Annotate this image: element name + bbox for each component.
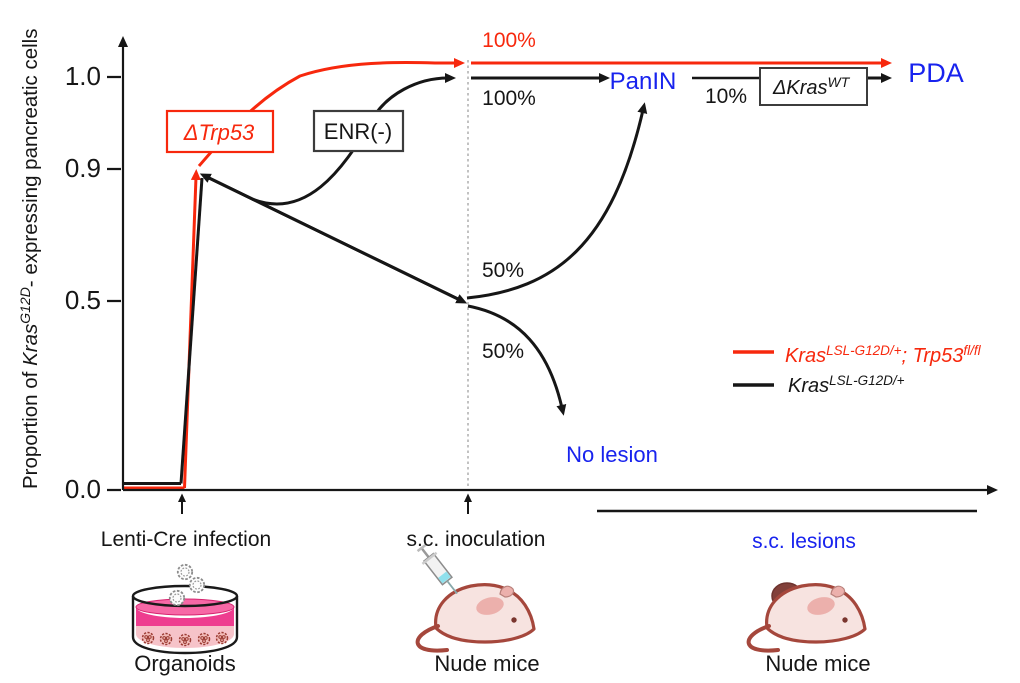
pda-label: PDA [908,58,964,88]
dish-medium [136,607,234,626]
pct-10: 10% [705,85,747,108]
trp53-box-label: ΔTrp53 [183,120,255,145]
y-tick-0.9: 0.9 [65,153,101,183]
enr-box-label: ENR(-) [324,119,392,144]
kras-wt-box [759,67,868,106]
y-tick-1.0: 1.0 [65,61,101,91]
timeline: Lenti-Cre infection s.c. inoculation s.c… [101,493,977,553]
pct-50-lower: 50% [482,340,524,363]
pct-100-black: 100% [482,87,536,110]
organoids-caption: Organoids [134,651,236,676]
legend-black-label: KrasLSL-G12D/+ [788,373,905,397]
split-arrow-to-05 [206,175,468,304]
event-label-inoculation: s.c. inoculation [407,528,546,551]
curve-50pct-to-no-lesion [467,304,567,416]
nude-mouse-syringe-icon [415,543,536,653]
organoid-dish-icon [131,563,239,655]
legend-red-label: KrasLSL-G12D/+; Trp53fl/fl [785,343,982,367]
mouse-body [415,582,536,653]
nude-mice-2-caption: Nude mice [765,651,870,676]
axes: 1.0 0.9 0.5 0.0 Proportion of KrasG12D- … [17,29,998,504]
y-tick-0.0: 0.0 [65,474,101,504]
nude-mice-1-caption: Nude mice [434,651,539,676]
kras-wt-box-label: ΔKrasWT [772,74,851,99]
legend: KrasLSL-G12D/+; Trp53fl/fl KrasLSL-G12D/… [733,343,982,397]
syringe-icon [416,543,458,595]
black-series-curves [124,73,892,485]
pct-100-red: 100% [482,29,536,52]
curve-50pct-to-panin [466,102,648,300]
event-label-lenti-cre: Lenti-Cre infection [101,528,271,551]
no-lesion-label: No lesion [566,442,658,467]
mouse-body [746,582,867,653]
pct-50-upper: 50% [482,259,524,282]
enr-box [312,109,405,153]
dish-rim [131,584,239,608]
black-rise [179,177,204,484]
y-axis-ticks [107,75,121,492]
y-axis-title: Proportion of KrasG12D- expressing pancr… [17,29,42,489]
y-tick-0.5: 0.5 [65,285,101,315]
trp53-box [165,109,275,154]
sc-lesions-label: s.c. lesions [752,530,856,553]
panin-label: PanIN [610,68,677,95]
nude-mouse-lesion-icon [746,582,867,653]
annotation-boxes: ΔTrp53 ENR(-) ΔKrasWT [165,67,868,154]
flow-labels: 100% 100% 50% 50% 10% PanIN PDA No lesio… [482,29,964,467]
